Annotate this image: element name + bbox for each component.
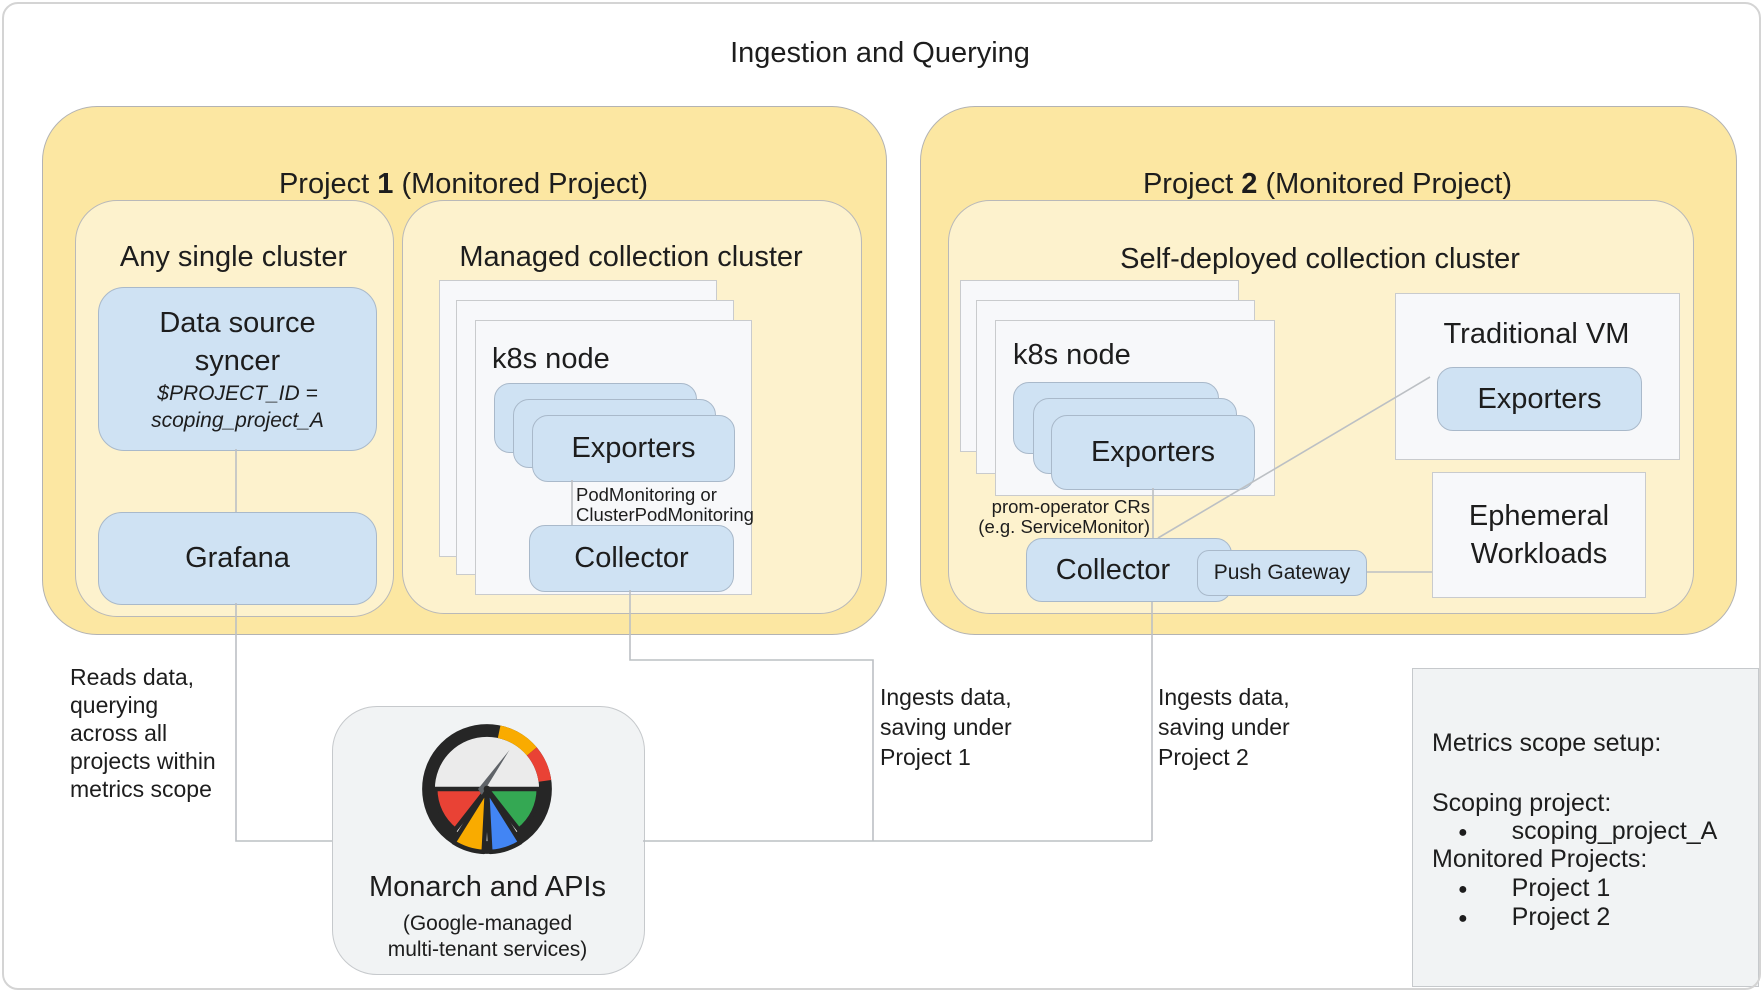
ingests-project1-annotation: Ingests data, saving under Project 1 bbox=[880, 682, 1080, 772]
pod-monitoring-note: PodMonitoring or ClusterPodMonitoring bbox=[576, 485, 754, 525]
syncer-project-value: scoping_project_A bbox=[151, 409, 324, 432]
ephemeral-workloads-line2: Workloads bbox=[1470, 538, 1608, 570]
project2-header-pre: Project bbox=[1142, 168, 1242, 200]
exporters-vm-box: Exporters bbox=[1437, 367, 1642, 431]
monitored-project-1: Project 1 bbox=[1511, 874, 1611, 902]
monitored-projects-label: Monitored Projects: bbox=[1432, 845, 1648, 873]
any-single-cluster-title: Any single cluster bbox=[119, 241, 348, 273]
project2-header-num: 2 bbox=[1241, 168, 1258, 200]
ephemeral-workloads-line1: Ephemeral bbox=[1468, 500, 1610, 532]
scoping-project-item: ● scoping_project_A bbox=[1458, 817, 1717, 846]
exporters-front-p2: Exporters bbox=[1051, 415, 1255, 490]
ingests2-line-1: Ingests data, bbox=[1158, 684, 1290, 710]
syncer-label-line1: Data source bbox=[159, 307, 316, 339]
diagram-title: Ingestion and Querying bbox=[730, 37, 1030, 69]
data-source-syncer-box: Data source syncer $PROJECT_ID = scoping… bbox=[98, 287, 377, 451]
project1-header-num: 1 bbox=[377, 168, 394, 200]
pod-monitoring-note-line1: PodMonitoring or bbox=[576, 484, 717, 505]
scoping-project-label: Scoping project: bbox=[1432, 789, 1612, 817]
monitored-project-item-2: ● Project 2 bbox=[1458, 903, 1610, 932]
bullet-icon: ● bbox=[1458, 910, 1468, 927]
reads-line-2: querying bbox=[70, 692, 159, 718]
traditional-vm-title: Traditional VM bbox=[1443, 318, 1630, 350]
collector-box-p2: Collector bbox=[1026, 538, 1232, 602]
project1-header: Project 1 (Monitored Project) bbox=[42, 168, 885, 201]
prom-operator-note-line2: (e.g. ServiceMonitor) bbox=[978, 516, 1150, 537]
exporters-front-p1: Exporters bbox=[532, 415, 735, 482]
metrics-scope-title: Metrics scope setup: bbox=[1432, 729, 1662, 757]
project2-header: Project 2 (Monitored Project) bbox=[920, 168, 1735, 201]
grafana-box: Grafana bbox=[98, 512, 377, 605]
k8s-node-label-p2: k8s node bbox=[1013, 339, 1131, 371]
ingests1-line-3: Project 1 bbox=[880, 744, 971, 770]
monitored-project-item-1: ● Project 1 bbox=[1458, 874, 1610, 903]
ingests2-line-3: Project 2 bbox=[1158, 744, 1249, 770]
monarch-subtitle: (Google-managed multi-tenant services) bbox=[332, 911, 643, 963]
prom-operator-note-line1: prom-operator CRs bbox=[991, 496, 1150, 517]
ingests1-line-1: Ingests data, bbox=[880, 684, 1012, 710]
project1-header-pre: Project bbox=[278, 168, 378, 200]
syncer-project-id: $PROJECT_ID = bbox=[157, 382, 318, 405]
project1-header-post: (Monitored Project) bbox=[393, 168, 649, 200]
reads-line-4: projects within bbox=[70, 748, 216, 774]
bullet-icon: ● bbox=[1458, 881, 1468, 898]
reads-data-annotation: Reads data, querying across all projects… bbox=[70, 663, 300, 803]
syncer-label-line2: syncer bbox=[194, 345, 281, 377]
ingests1-line-2: saving under bbox=[880, 714, 1012, 740]
bullet-icon: ● bbox=[1458, 824, 1468, 841]
scoping-project-value: scoping_project_A bbox=[1511, 817, 1718, 845]
monarch-subtitle-line1: (Google-managed bbox=[402, 912, 573, 935]
monitored-project-2: Project 2 bbox=[1511, 903, 1611, 931]
self-deployed-cluster-title: Self-deployed collection cluster bbox=[1120, 243, 1520, 275]
k8s-node-label-p1: k8s node bbox=[492, 343, 610, 375]
collector-box-p1: Collector bbox=[529, 525, 734, 592]
monarch-title: Monarch and APIs bbox=[369, 871, 606, 903]
prom-operator-note: prom-operator CRs (e.g. ServiceMonitor) bbox=[960, 497, 1150, 537]
monitoring-gauge-icon bbox=[412, 714, 562, 864]
monarch-subtitle-line2: multi-tenant services) bbox=[387, 938, 588, 961]
project2-header-post: (Monitored Project) bbox=[1257, 168, 1513, 200]
ingests-project2-annotation: Ingests data, saving under Project 2 bbox=[1158, 682, 1358, 772]
ingests2-line-2: saving under bbox=[1158, 714, 1290, 740]
pod-monitoring-note-line2: ClusterPodMonitoring bbox=[576, 504, 754, 525]
managed-collection-cluster-title: Managed collection cluster bbox=[459, 241, 803, 273]
reads-line-1: Reads data, bbox=[70, 664, 195, 690]
push-gateway-box: Push Gateway bbox=[1197, 550, 1367, 596]
ephemeral-workloads-box: Ephemeral Workloads bbox=[1432, 472, 1646, 598]
reads-line-5: metrics scope bbox=[70, 776, 212, 802]
metrics-scope-box bbox=[1412, 668, 1759, 987]
reads-line-3: across all bbox=[70, 720, 168, 746]
